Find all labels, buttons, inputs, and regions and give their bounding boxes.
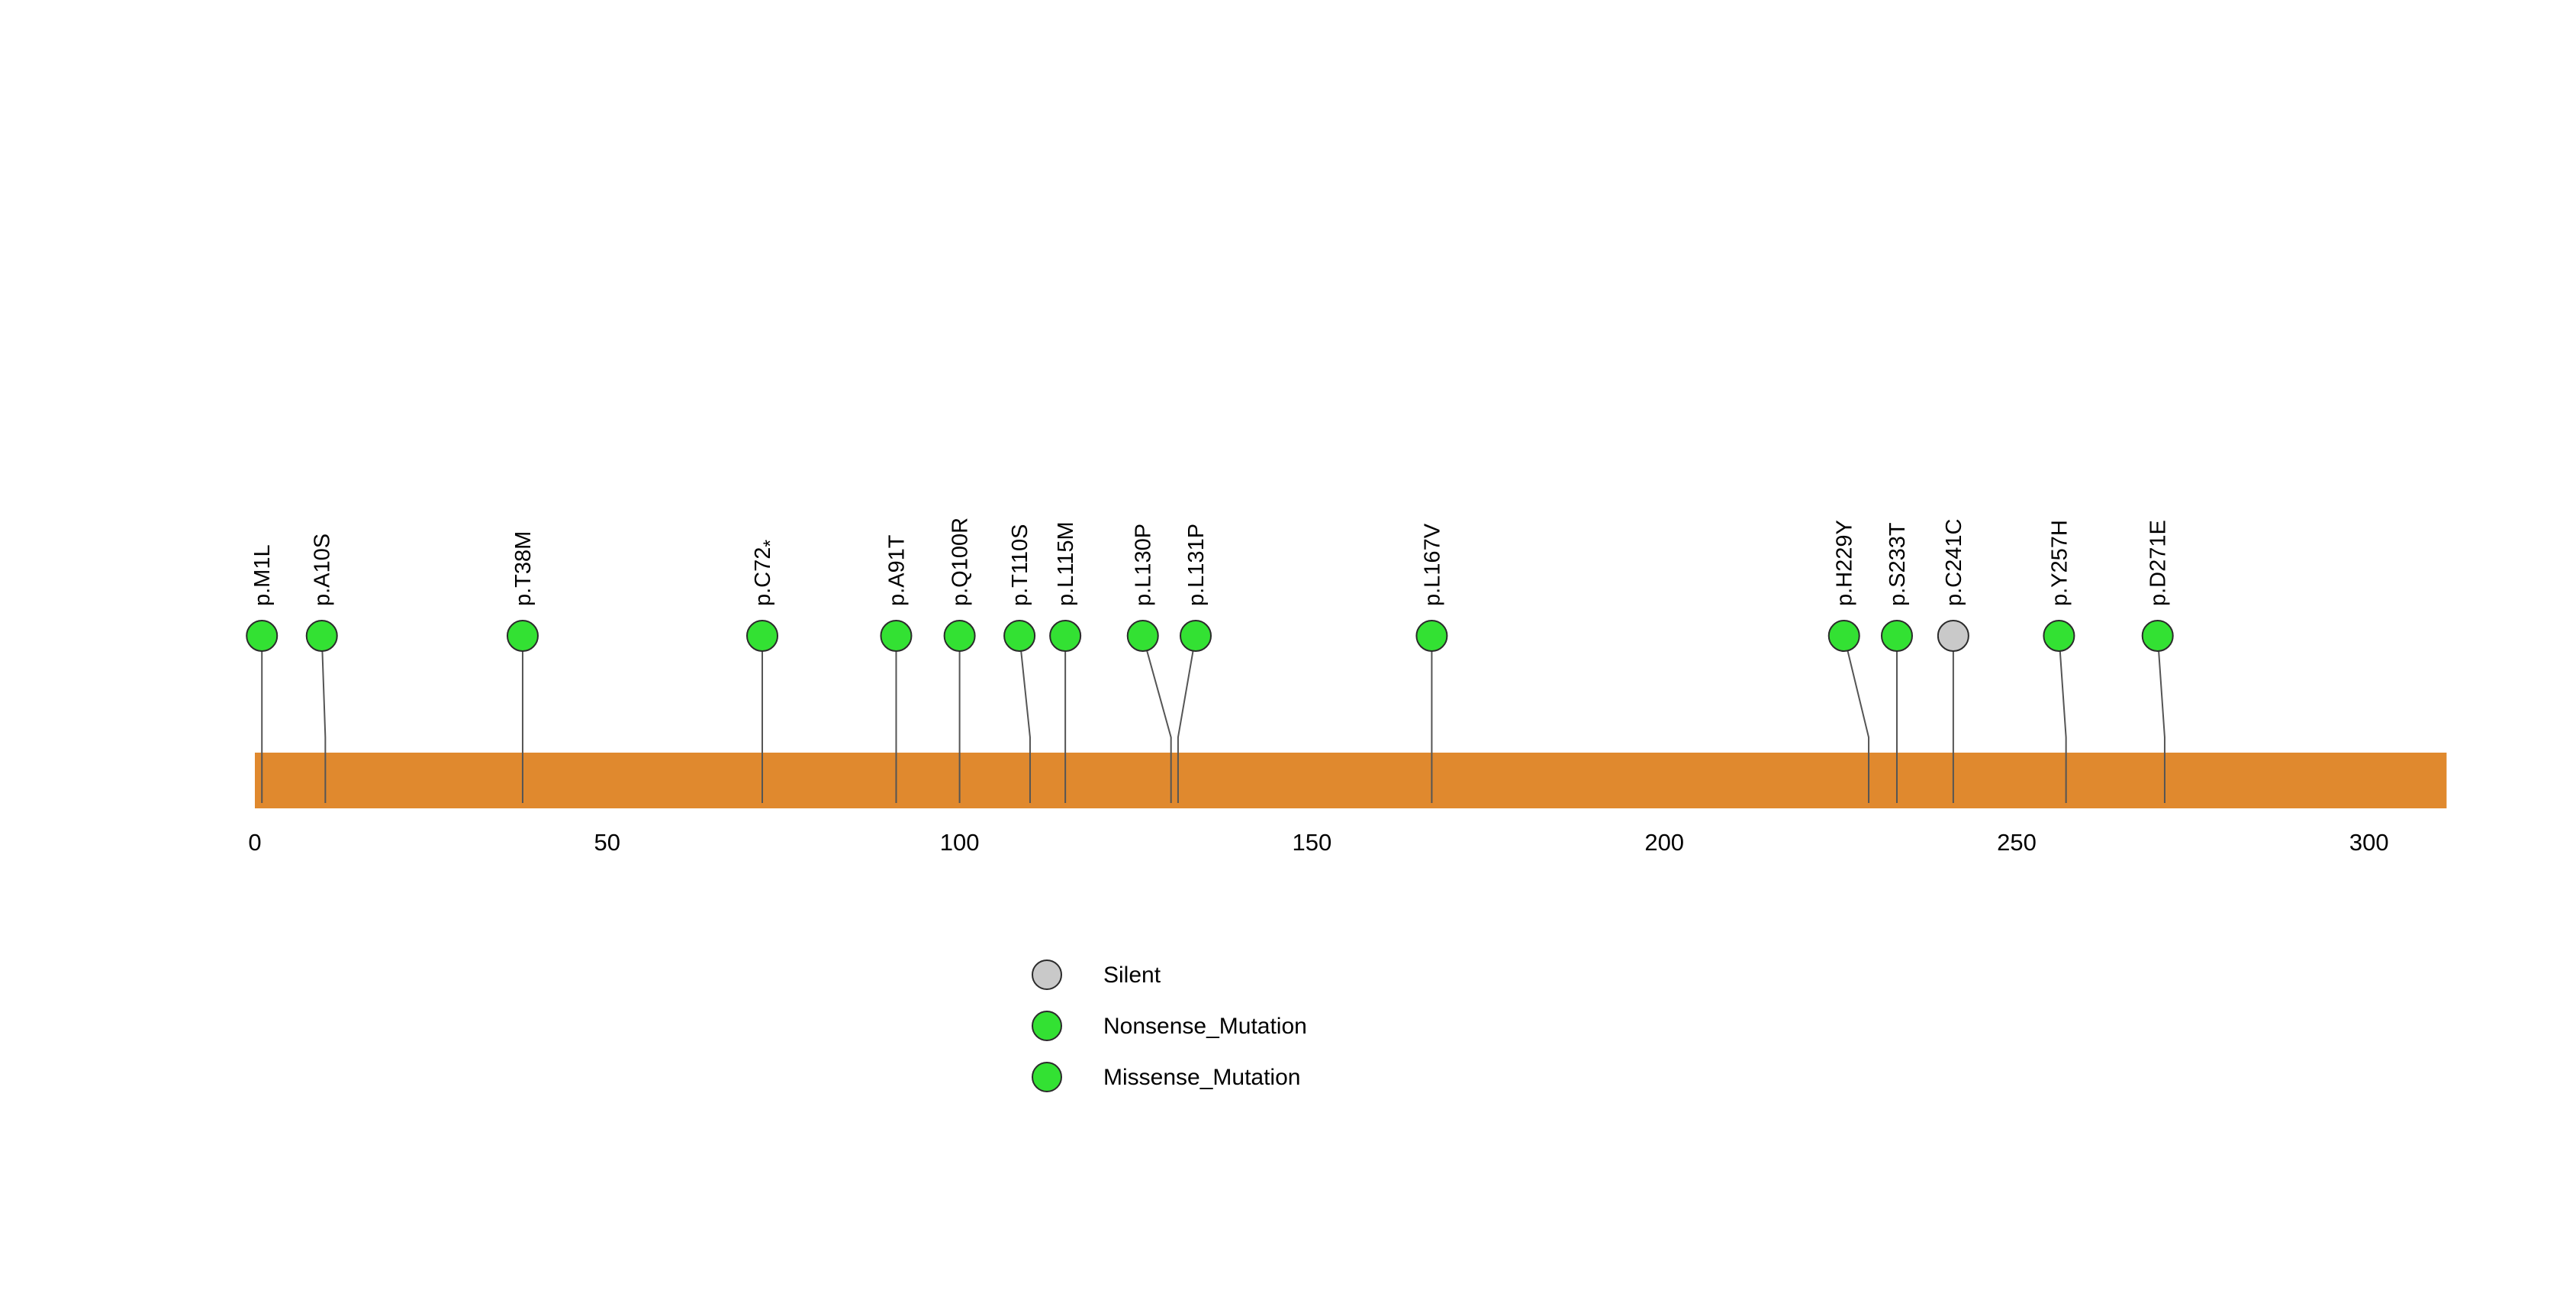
mutation-point [943, 620, 976, 652]
mutation-point [880, 620, 913, 652]
mutation-point [745, 620, 778, 652]
mutation-label: p.T110S [1008, 524, 1032, 606]
mutation-point [1003, 620, 1036, 652]
axis-tick-label: 0 [248, 829, 261, 856]
lollipop-stem [1019, 635, 1031, 803]
mutation-label: p.L130P [1132, 524, 1156, 606]
mutation-label: p.A91T [884, 534, 909, 606]
stop-codon-asterisk: * [760, 540, 781, 547]
mutation-point [305, 620, 338, 652]
mutation-label: p.Q100R [948, 518, 973, 606]
axis-tick-label: 100 [940, 829, 980, 856]
mutation-label: p.L115M [1054, 521, 1078, 606]
mutation-label: p.C241C [1942, 519, 1966, 606]
lollipop-stem [1843, 635, 1870, 803]
lollipop-stem [1141, 635, 1172, 803]
axis-tick-label: 150 [1293, 829, 1332, 856]
axis-tick-label: 50 [594, 829, 620, 856]
mutation-point [506, 620, 539, 652]
lollipop-stem [2058, 635, 2067, 803]
legend-marker-nonsense_mutation [1032, 1011, 1062, 1041]
legend-marker-missense_mutation [1032, 1062, 1062, 1092]
axis-tick-label: 200 [1644, 829, 1684, 856]
mutation-label: p.S233T [1885, 522, 1910, 606]
mutation-label: p.Y257H [2047, 520, 2072, 606]
lollipop-stem [320, 635, 327, 803]
mutation-point [1827, 620, 1860, 652]
lollipop-stem [1177, 635, 1196, 803]
mutation-label: p.T38M [511, 531, 536, 606]
mutation-label: p.D271E [2146, 520, 2171, 606]
legend-label: Silent [1103, 963, 1161, 988]
legend-label: Nonsense_Mutation [1103, 1014, 1307, 1039]
mutation-point [1180, 620, 1212, 652]
mutation-point [1415, 620, 1448, 652]
lollipop-stem [2156, 635, 2165, 803]
mutation-point [2043, 620, 2075, 652]
protein-backbone-bar [255, 753, 2447, 808]
mutation-point [1049, 620, 1082, 652]
mutation-label: p.C72* [751, 540, 781, 606]
mutation-point [1126, 620, 1159, 652]
mutation-point [2141, 620, 2174, 652]
legend-marker-silent [1032, 959, 1062, 990]
mutation-label: p.L167V [1420, 523, 1444, 606]
mutation-point [246, 620, 279, 652]
mutation-label: p.M1L [250, 544, 275, 606]
mutation-label: p.H229Y [1833, 520, 1857, 606]
axis-tick-label: 300 [2349, 829, 2389, 856]
mutation-label: p.A10S [311, 534, 335, 606]
mutation-label: p.L131P [1184, 524, 1209, 606]
axis-tick-label: 250 [1997, 829, 2037, 856]
mutation-point [1937, 620, 1969, 652]
legend-label: Missense_Mutation [1103, 1065, 1300, 1090]
mutation-point [1880, 620, 1913, 652]
